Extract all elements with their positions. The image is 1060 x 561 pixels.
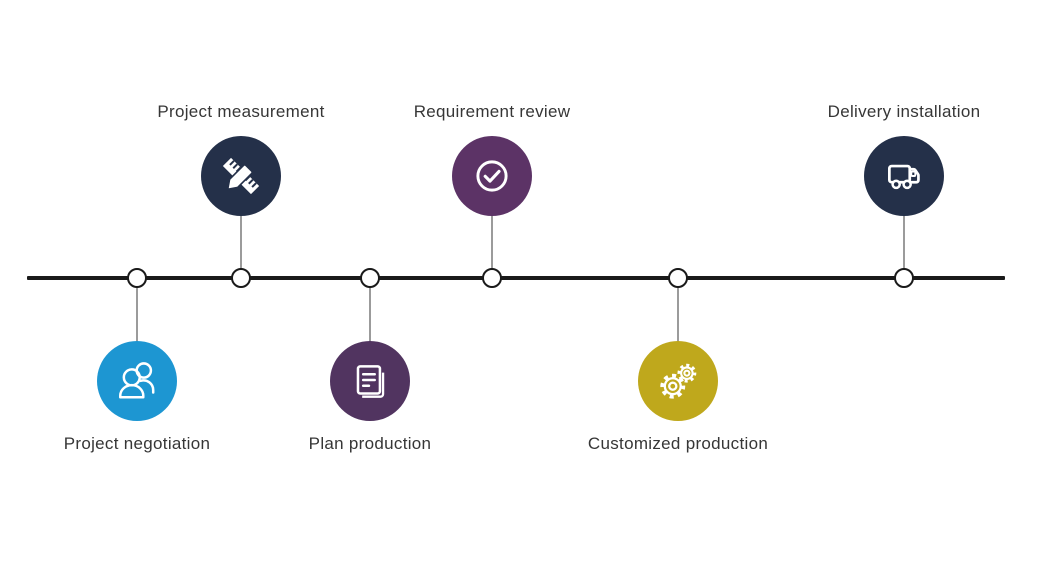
step-icon-circle	[97, 341, 177, 421]
step-label: Plan production	[308, 434, 432, 453]
truck-icon	[888, 164, 920, 190]
connector-line	[677, 278, 679, 342]
timeline-node	[127, 268, 147, 288]
people-icon	[119, 362, 155, 399]
step-label: Customized production	[587, 434, 769, 453]
connector-line	[240, 214, 242, 278]
step-icon-circle	[330, 341, 410, 421]
connector-line	[903, 214, 905, 278]
timeline-node	[360, 268, 380, 288]
step-label: Project negotiation	[63, 434, 211, 453]
timeline-node	[668, 268, 688, 288]
step-icon-circle	[638, 341, 718, 421]
step-label: Project measurement	[157, 102, 325, 121]
connector-line	[369, 278, 371, 342]
timeline-node	[482, 268, 502, 288]
ruler-pencil-icon	[222, 157, 260, 195]
check-circle-icon	[476, 160, 508, 192]
gears-icon	[660, 363, 697, 399]
step-icon-circle	[201, 136, 281, 216]
step-icon-circle	[864, 136, 944, 216]
timeline-node	[894, 268, 914, 288]
connector-line	[491, 214, 493, 278]
step-label: Delivery installation	[827, 102, 981, 121]
timeline-node	[231, 268, 251, 288]
connector-line	[136, 278, 138, 342]
step-label: Requirement review	[413, 102, 571, 121]
step-icon-circle	[452, 136, 532, 216]
timeline-axis	[27, 276, 1005, 280]
document-icon	[356, 365, 385, 398]
